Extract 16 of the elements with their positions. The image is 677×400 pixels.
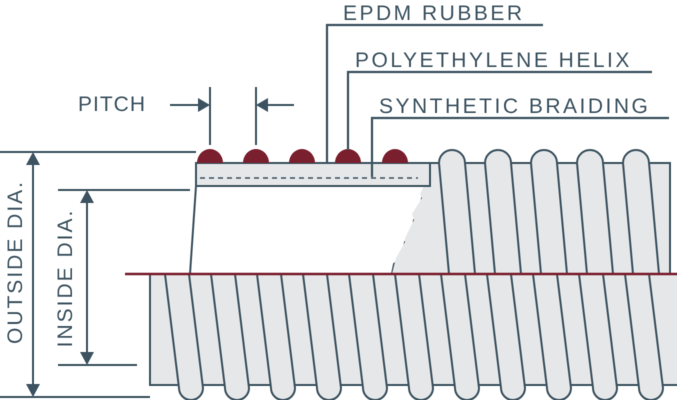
leader-line (346, 70, 652, 150)
callout-label: SYNTHETIC BRAIDING (379, 95, 652, 119)
helix-bead (289, 149, 315, 163)
leader-line (370, 116, 669, 177)
rubber-cover-layer (195, 162, 431, 187)
callout-label: EPDM RUBBER (343, 2, 526, 26)
helix-bead (197, 149, 223, 163)
helix-bead (335, 149, 361, 163)
dimension-label: OUTSIDE DIA. (3, 178, 28, 346)
leader-line (326, 24, 543, 163)
callout-label: POLYETHYLENE HELIX (355, 49, 633, 73)
helix-bead (382, 149, 408, 163)
dimension-label: INSIDE DIA. (53, 208, 78, 350)
braiding-line (200, 177, 418, 179)
helix-bead (243, 149, 269, 163)
dimension-label: PITCH (78, 92, 147, 118)
